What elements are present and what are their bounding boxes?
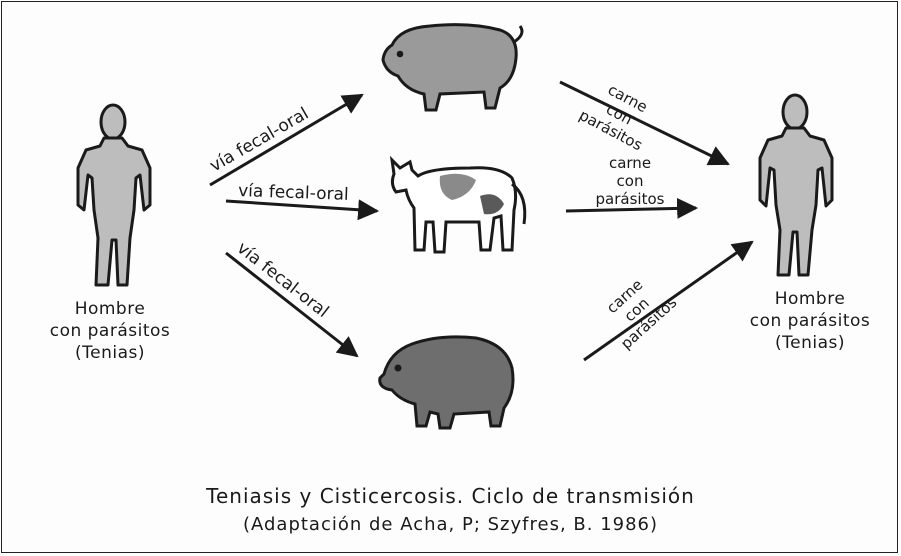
arrow-from-cow [566, 208, 696, 211]
meat-cow-line3: parásitos [596, 190, 665, 208]
fecal-oral-arrows [210, 95, 377, 356]
left-human-label-line1: Hombre [20, 298, 200, 320]
caption-source: (Adaptación de Acha, P; Szyfres, B. 1986… [0, 514, 901, 535]
cow-icon [392, 160, 525, 252]
right-human-icon [760, 95, 832, 275]
pig-icon [383, 25, 522, 110]
meat-label-cow: carne con parásitos [596, 154, 665, 208]
left-human-label: Hombre con parásitos (Tenias) [20, 298, 200, 364]
wild-boar-icon [380, 337, 513, 428]
meat-cow-line1: carne [609, 154, 651, 172]
left-human-label-line3: (Tenias) [20, 342, 200, 364]
right-human-label-line1: Hombre [720, 288, 900, 310]
arrow-to-boar [226, 253, 357, 356]
route-label-pig: vía fecal-oral [207, 104, 313, 177]
route-label-cow: vía fecal-oral [238, 181, 349, 205]
meat-cow-line2: con [617, 172, 644, 190]
arrow-to-pig [210, 95, 362, 185]
right-human-label-line2: con parásitos [720, 310, 900, 332]
left-human-icon [78, 105, 150, 285]
meat-label-pig: carne con parásitos [576, 74, 662, 154]
right-human-label: Hombre con parásitos (Tenias) [720, 288, 900, 354]
meat-label-boar: carne con parásitos [593, 266, 680, 352]
caption-title: Teniasis y Cisticercosis. Ciclo de trans… [0, 484, 901, 508]
route-label-boar: vía fecal-oral [233, 238, 332, 322]
left-human-label-line2: con parásitos [20, 320, 200, 342]
right-human-label-line3: (Tenias) [720, 332, 900, 354]
